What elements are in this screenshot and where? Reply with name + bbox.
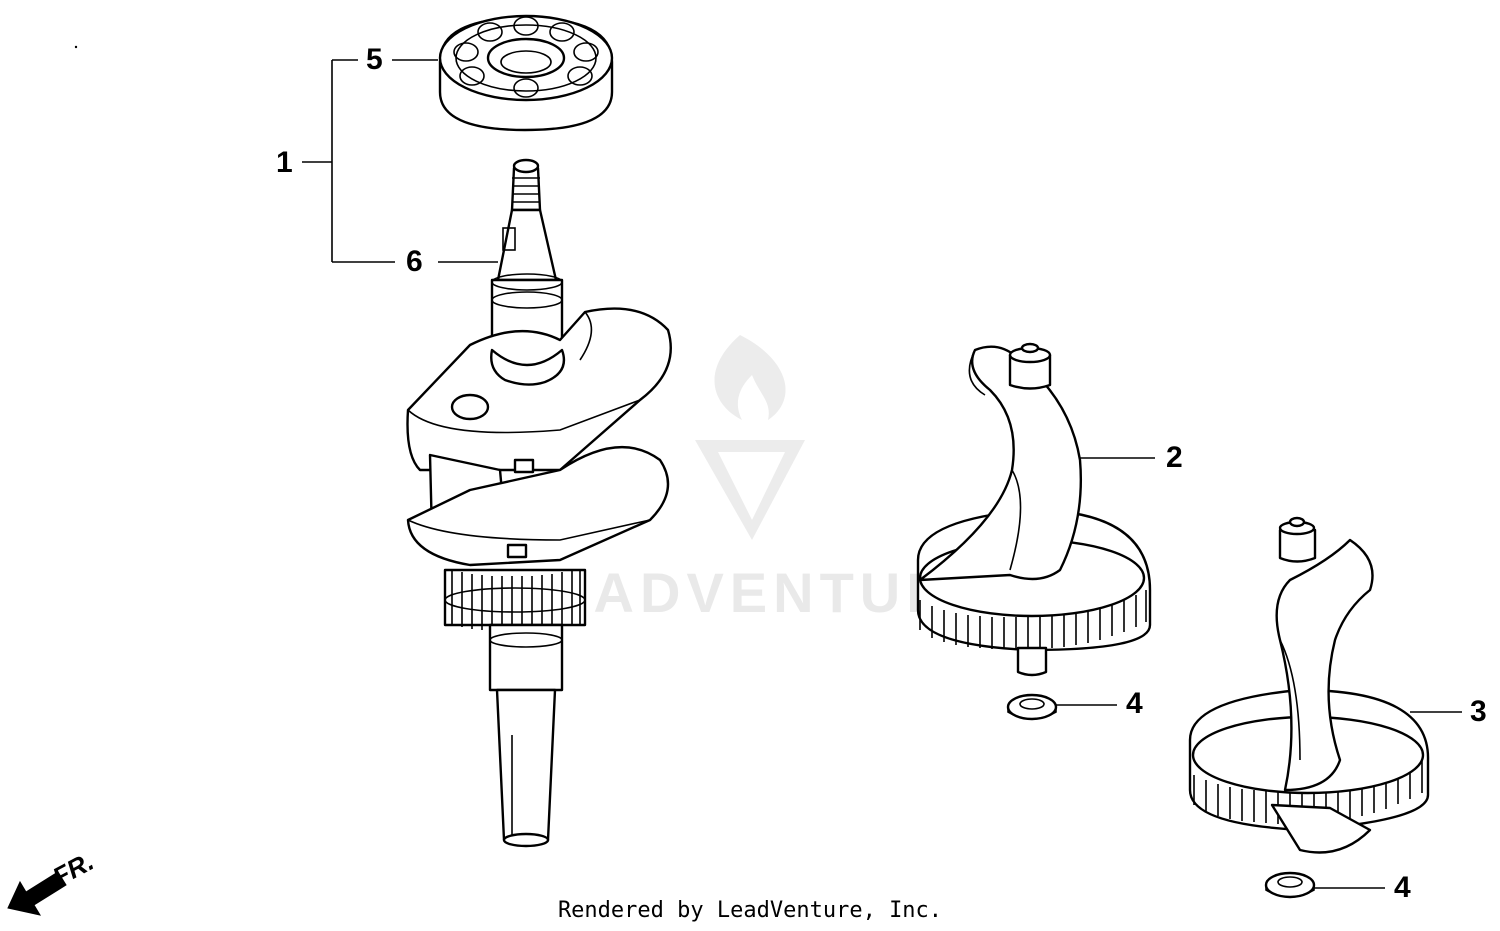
watermark-logo (695, 335, 805, 540)
render-credit: Rendered by LeadVenture, Inc. (557, 898, 943, 923)
ball-bearing (438, 14, 614, 132)
washer-upper (1006, 693, 1058, 721)
callout-2: 2 (1166, 441, 1183, 474)
balancer-assembly-2 (916, 342, 1152, 677)
crankshaft (406, 158, 672, 848)
callout-4-lower: 4 (1394, 871, 1411, 904)
callout-3: 3 (1470, 695, 1487, 728)
callout-4-upper: 4 (1126, 687, 1143, 720)
front-direction-arrow (7, 871, 67, 916)
leader-lines (302, 59, 1462, 889)
callout-6: 6 (406, 245, 423, 278)
callout-1: 1 (276, 146, 293, 179)
watermark-text: LEADVENTURE (510, 561, 997, 624)
balancer-assembly-3 (1188, 516, 1430, 854)
washer-lower (1264, 871, 1316, 899)
callout-5: 5 (366, 43, 383, 76)
